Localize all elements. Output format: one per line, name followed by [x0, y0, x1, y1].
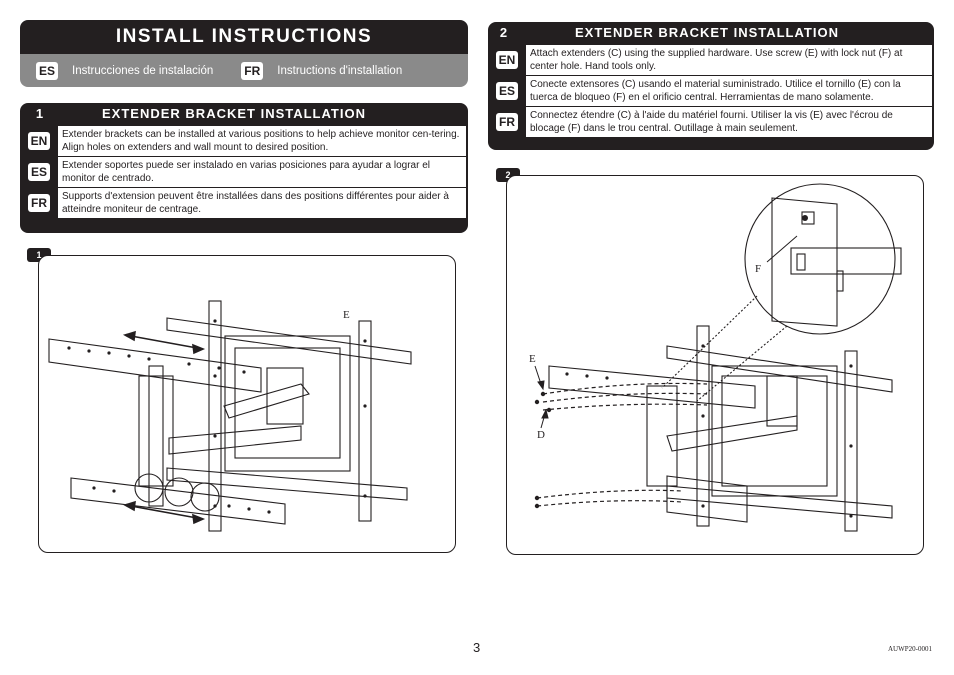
step1-badge-es: ES — [20, 157, 58, 187]
figure2-label-d: D — [537, 429, 545, 441]
step1-panel: 1 EXTENDER BRACKET INSTALLATION EN Exten… — [20, 103, 468, 233]
figure2-label-e: E — [529, 353, 536, 365]
step1-badge-en: EN — [20, 126, 58, 156]
step2-number: 2 — [499, 24, 509, 40]
step2-row-fr: FR Connectez étendre (C) à l'aide du mat… — [488, 106, 932, 137]
figure1-label-e: E — [343, 309, 350, 321]
step1-rows: EN Extender brackets can be installed at… — [20, 125, 466, 218]
language-es: ES Instrucciones de instalación — [36, 61, 214, 80]
step2-panel: 2 EXTENDER BRACKET INSTALLATION EN Attac… — [488, 22, 934, 150]
step1-text-en: Extender brackets can be installed at va… — [58, 126, 466, 156]
step1-text-fr: Supports d'extension peuvent être instal… — [58, 188, 466, 218]
figure2-box: E D F — [506, 175, 924, 555]
step2-row-en: EN Attach extenders (C) using the suppli… — [488, 44, 932, 75]
language-label-fr: Instructions d'installation — [277, 64, 403, 77]
language-bar: ES Instrucciones de instalación FR Instr… — [20, 54, 468, 87]
step2-text-en: Attach extenders (C) using the supplied … — [526, 45, 932, 75]
figure1-box: E — [38, 255, 456, 553]
step2-header: 2 EXTENDER BRACKET INSTALLATION — [488, 22, 934, 42]
language-badge-fr: FR — [241, 61, 264, 80]
page-title: INSTALL INSTRUCTIONS — [20, 20, 468, 54]
step2-text-es: Conecte extensores (C) usando el materia… — [526, 76, 932, 106]
step2-title: EXTENDER BRACKET INSTALLATION — [575, 24, 839, 40]
language-badge-es: ES — [36, 61, 58, 80]
figure2-illustration: E D F — [529, 183, 902, 532]
step2-badge-en: EN — [488, 45, 526, 75]
step1-badge-fr: FR — [20, 188, 58, 218]
step1-row-es: ES Extender soportes puede ser instalado… — [20, 156, 466, 187]
step1-row-en: EN Extender brackets can be installed at… — [20, 125, 466, 156]
step1-number: 1 — [35, 105, 45, 121]
step2-row-es: ES Conecte extensores (C) usando el mate… — [488, 75, 932, 106]
step2-text-fr: Connectez étendre (C) à l'aide du matéri… — [526, 107, 932, 137]
figure2-label-f: F — [755, 263, 761, 275]
step1-title: EXTENDER BRACKET INSTALLATION — [102, 105, 366, 121]
language-label-es: Instrucciones de instalación — [72, 64, 214, 77]
step1-text-es: Extender soportes puede ser instalado en… — [58, 157, 466, 187]
step2-rows: EN Attach extenders (C) using the suppli… — [488, 44, 932, 137]
step1-header: 1 EXTENDER BRACKET INSTALLATION — [20, 103, 468, 123]
language-fr: FR Instructions d'installation — [241, 61, 403, 80]
page-number: 3 — [473, 640, 481, 655]
step2-badge-es: ES — [488, 76, 526, 106]
step1-row-fr: FR Supports d'extension peuvent être ins… — [20, 187, 466, 218]
step2-badge-fr: FR — [488, 107, 526, 137]
figure1-illustration: E — [48, 300, 412, 532]
document-code: AUWP20-0001 — [888, 645, 932, 653]
